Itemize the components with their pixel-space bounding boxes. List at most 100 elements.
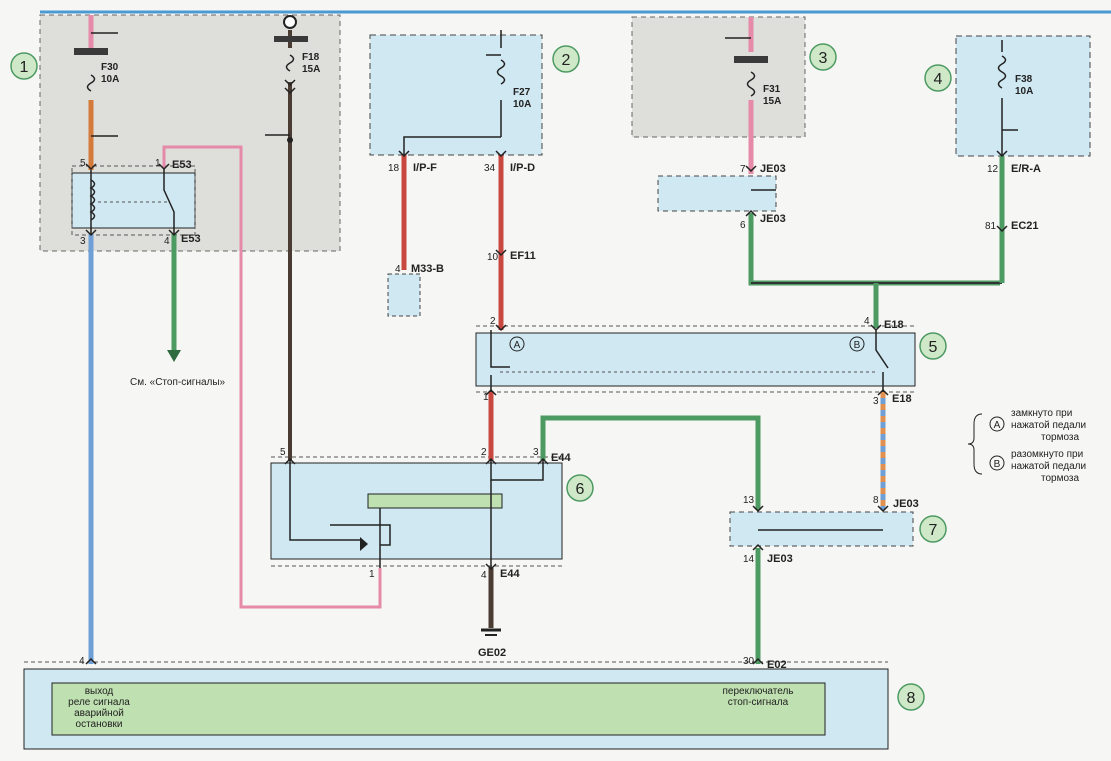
label-e44-bottom: E44 (500, 568, 520, 580)
fuse-f27-name: F27 (513, 87, 531, 98)
pin-e02-4: 4 (79, 656, 85, 667)
pin-e44-4: 4 (481, 570, 487, 581)
pin-e53-4: 4 (164, 236, 170, 247)
badge-5: 5 (929, 339, 938, 356)
badge-group (10, 43, 952, 711)
legend-b-line-2: нажатой педали (1011, 461, 1086, 472)
pin-ipf-18: 18 (388, 163, 400, 174)
pin-m33-4: 4 (395, 264, 401, 275)
pin-je03-13: 13 (743, 495, 755, 506)
label-ip-d: I/P-D (510, 162, 535, 174)
badge-8: 8 (907, 690, 916, 707)
pin-e44-1: 1 (369, 569, 375, 580)
panel-2 (369, 34, 543, 156)
fuse-f18-symbol (285, 54, 295, 72)
module8-left-line-4: остановки (76, 719, 123, 730)
je03-upper-box (657, 175, 777, 212)
fuse-f18-name: F18 (302, 52, 320, 63)
label-je03-8: JE03 (893, 498, 919, 510)
pin-e44-2: 2 (481, 447, 487, 458)
label-e53-top: E53 (172, 159, 192, 171)
panel-6-module (270, 462, 563, 560)
badge-4: 4 (934, 71, 943, 88)
fuse-f18-rating: 15A (302, 64, 320, 75)
pin-e53-1: 1 (155, 158, 161, 169)
label-er-a: E/R-A (1011, 163, 1041, 175)
badge-3: 3 (819, 50, 828, 67)
switch-mark-b: B (854, 340, 861, 351)
fuse-f38-symbol (997, 55, 1007, 89)
switch-mark-a: A (514, 340, 521, 351)
pin-era-12: 12 (987, 164, 999, 175)
label-ec21: EC21 (1011, 220, 1039, 232)
fuse-f31-rating: 15A (763, 96, 781, 107)
pin-je03-14: 14 (743, 554, 755, 565)
module-6-block (367, 493, 503, 509)
panel-4 (955, 35, 1091, 157)
label-e53-bottom: E53 (181, 233, 201, 245)
label-m33b: M33-B (411, 263, 444, 275)
label-ip-f: I/P-F (413, 162, 437, 174)
label-je03-7: JE03 (760, 163, 786, 175)
module8-right-line-1: переключатель (723, 686, 794, 697)
pin-e53-3: 3 (80, 236, 86, 247)
module8-left-line-2: реле сигнала (68, 697, 130, 708)
wire-green-e44-je03 (540, 415, 761, 510)
panel-3 (631, 16, 806, 138)
label-ef11: EF11 (510, 250, 536, 262)
legend-a-line-3: тормоза (1041, 432, 1080, 443)
pin-e18-4: 4 (864, 316, 870, 327)
panel-7 (729, 511, 914, 547)
label-ge02: GE02 (478, 647, 506, 659)
label-e18-bottom: E18 (892, 393, 912, 405)
pin-ef11-10: 10 (487, 252, 499, 263)
module8-left-line-3: аварийной (74, 708, 124, 719)
badge-1: 1 (20, 59, 29, 76)
pin-e53-5: 5 (80, 158, 86, 169)
m33-box (387, 273, 421, 317)
pin-e44-5: 5 (280, 447, 286, 458)
pin-e44-3: 3 (533, 447, 539, 458)
panel-5-switch (475, 332, 916, 387)
fuse-f27-symbol (496, 59, 506, 85)
label-je03-6: JE03 (760, 213, 786, 225)
pin-ec21-81: 81 (985, 221, 997, 232)
pin-je03-8: 8 (873, 495, 879, 506)
pin-e18-1: 1 (483, 392, 489, 403)
connector-chevrons (85, 79, 1008, 665)
legend-brace (967, 413, 983, 475)
badge-6: 6 (576, 481, 585, 498)
pin-je03-6: 6 (740, 220, 746, 231)
label-e18-top: E18 (884, 319, 904, 331)
fuse-f30-rating: 10A (101, 74, 119, 85)
fuse-f31-symbol (746, 71, 756, 97)
fuse-f30-name: F30 (101, 62, 119, 73)
fuse-f38-rating: 10A (1015, 86, 1033, 97)
pin-ipd-34: 34 (484, 163, 496, 174)
legend-mark-b: B (994, 459, 1001, 470)
pin-je03-7: 7 (740, 164, 746, 175)
badge-2: 2 (562, 52, 571, 69)
wire-pink-loop (162, 145, 382, 609)
fuse-f30-symbol (86, 74, 96, 92)
pin-e02-30: 30 (743, 656, 755, 667)
legend-a-line-2: нажатой педали (1011, 420, 1086, 431)
fuse-f27-rating: 10A (513, 99, 531, 110)
fuse-f31-name: F31 (763, 84, 781, 95)
legend-a-line-1: замкнуто при (1011, 408, 1072, 419)
pin-e18-2: 2 (490, 316, 496, 327)
panel-8-inner (51, 682, 826, 736)
stop-signal-reference: См. «Стоп-сигналы» (130, 377, 226, 388)
legend-b-line-3: тормоза (1041, 473, 1080, 484)
badge-7: 7 (929, 522, 938, 539)
pin-e18-3: 3 (873, 396, 879, 407)
fuse-f30-bar (74, 48, 108, 55)
label-je03-14: JE03 (767, 553, 793, 565)
legend-mark-a: A (994, 420, 1001, 431)
label-e44-top: E44 (551, 452, 571, 464)
module8-right-line-2: стоп-сигнала (728, 697, 789, 708)
fuse-f38-name: F38 (1015, 74, 1033, 85)
legend-b-line-1: разомкнуто при (1011, 449, 1083, 460)
